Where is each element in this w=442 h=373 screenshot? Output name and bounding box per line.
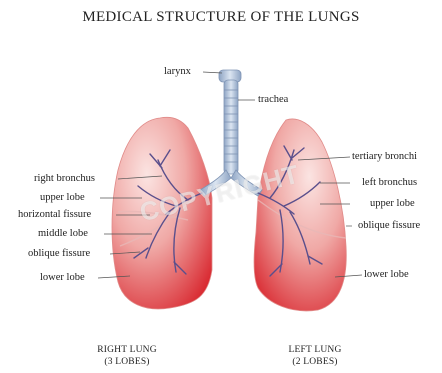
right-lung-caption: RIGHT LUNG (3 LOBES) — [82, 344, 172, 368]
left-lung-lobes: (2 LOBES) — [270, 356, 360, 368]
left-lung-caption: LEFT LUNG (2 LOBES) — [270, 344, 360, 368]
label-horizontal-fissure: horizontal fissure — [18, 209, 91, 221]
label-right-upper-lobe: upper lobe — [40, 192, 85, 204]
label-left-upper-lobe: upper lobe — [370, 198, 415, 210]
label-right-oblique-fissure: oblique fissure — [28, 248, 90, 260]
label-right-bronchus: right bronchus — [34, 173, 95, 185]
label-left-oblique-fissure: oblique fissure — [358, 220, 420, 232]
label-middle-lobe: middle lobe — [38, 228, 88, 240]
right-lung-lobes: (3 LOBES) — [82, 356, 172, 368]
label-left-lower-lobe: lower lobe — [364, 269, 409, 281]
label-tertiary-bronchi: tertiary bronchi — [352, 151, 417, 163]
label-right-lower-lobe: lower lobe — [40, 272, 85, 284]
right-lung-name: RIGHT LUNG — [82, 344, 172, 356]
label-trachea: trachea — [258, 94, 288, 106]
left-lung-name: LEFT LUNG — [270, 344, 360, 356]
label-left-bronchus: left bronchus — [362, 177, 417, 189]
left-lung — [254, 119, 346, 311]
label-larynx: larynx — [164, 66, 191, 78]
